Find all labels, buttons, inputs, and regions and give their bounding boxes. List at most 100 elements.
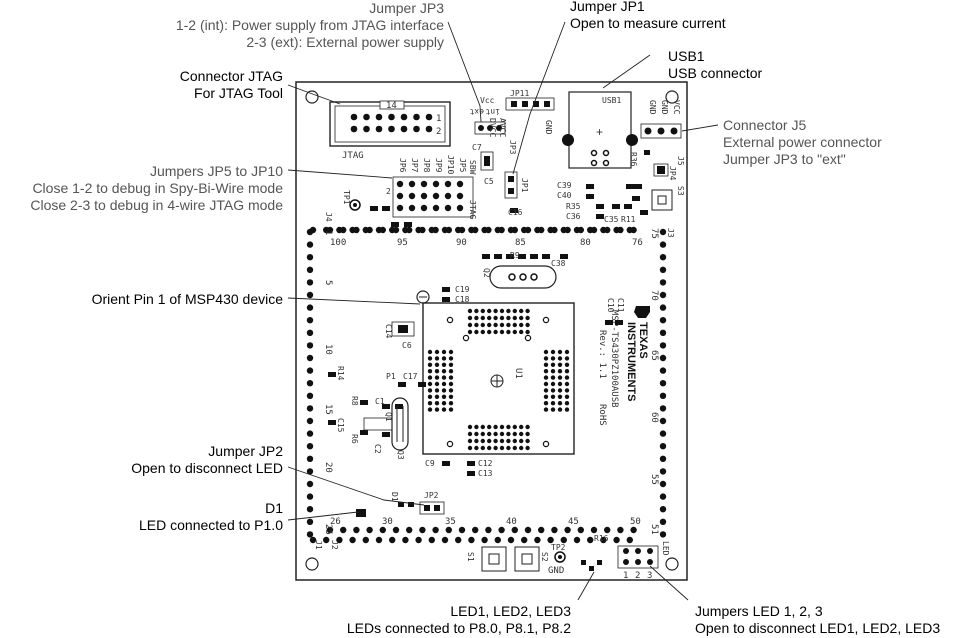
jtag-pin <box>350 125 358 133</box>
pin-top-95: 95 <box>397 238 408 248</box>
u1-pin <box>480 438 485 444</box>
u1-pin <box>499 431 505 437</box>
bottom-header-pin <box>415 536 422 544</box>
u1-pin <box>427 349 433 355</box>
u1-pin <box>467 315 473 321</box>
smd-part <box>634 184 642 189</box>
right-header-pin <box>659 266 667 273</box>
silk-led-pin2: 2 <box>635 571 640 581</box>
s1-button: S1 <box>466 546 507 572</box>
u1-pin <box>550 356 556 361</box>
u1-pin <box>441 401 447 406</box>
right-header-pin <box>659 304 667 311</box>
u1-pin <box>434 369 440 374</box>
u1-pin <box>448 394 454 399</box>
jtag-connector: JTAG 14 1 2 <box>329 100 451 161</box>
silk-jp8: JP8 <box>422 158 431 173</box>
pin-bottom-40: 40 <box>506 517 517 527</box>
jtag-pin <box>375 125 383 133</box>
q1-crystal <box>363 397 409 451</box>
callout-j5: Connector J5 External power connector Ju… <box>723 117 882 168</box>
u1-pin <box>557 401 563 406</box>
u1-pin <box>467 424 473 430</box>
silk-jp10: JP10 <box>446 155 455 174</box>
board-rev: Rev.: 1.1 <box>597 330 607 379</box>
u1-pin <box>441 407 447 412</box>
left-header-pin <box>306 266 314 273</box>
jtag-pin <box>425 125 433 133</box>
silk-j4: J4 <box>324 212 333 222</box>
top-inner-pin <box>445 226 452 234</box>
u1-pin <box>493 445 498 451</box>
pin-right-70: 70 <box>649 290 659 301</box>
right-header-pin <box>659 493 667 500</box>
smd-part <box>360 400 368 405</box>
u1-pin <box>480 445 485 451</box>
left-header-pin <box>306 493 314 500</box>
top-inner-pin <box>485 226 492 234</box>
bottom-inner-pin <box>630 526 637 534</box>
u1-pin <box>506 424 511 430</box>
left-header-pin <box>306 342 314 349</box>
smd-part <box>542 254 550 259</box>
u1-pin <box>441 375 447 380</box>
u1-pin <box>506 445 511 451</box>
leader-lines <box>287 21 719 601</box>
u1-pin <box>506 322 511 328</box>
bottom-header-pin <box>547 536 554 544</box>
pin-headers <box>306 226 667 544</box>
silk-jp7: JP7 <box>410 158 419 173</box>
left-header-pin <box>306 241 314 248</box>
silk-gnd-jp11: GND <box>544 120 553 135</box>
silk-r36: R36 <box>629 152 638 167</box>
u1-pin <box>448 401 454 406</box>
pin-top-85: 85 <box>515 238 526 248</box>
smd-part <box>382 206 390 211</box>
u1-pin <box>434 388 440 393</box>
u1-pin <box>550 369 556 374</box>
left-header-pin <box>306 531 314 538</box>
top-inner-pin <box>590 226 598 234</box>
silk-j5: J5 <box>676 156 685 166</box>
smd-part <box>615 320 623 325</box>
smd-part <box>510 208 518 213</box>
smd-part <box>518 254 526 259</box>
u1-pin <box>427 381 433 387</box>
left-header-pin <box>306 380 314 387</box>
top-inner-pin <box>326 226 334 234</box>
u1-pin <box>441 381 447 387</box>
u1-pin <box>493 322 498 328</box>
u1-pin <box>434 401 440 406</box>
right-header-pin <box>659 279 667 286</box>
u1-pin <box>434 394 440 399</box>
jp2-header: JP2 <box>419 491 445 515</box>
u1-pin <box>506 308 511 314</box>
silk-c9: C9 <box>425 459 435 468</box>
callout-usb1-line2: USB connector <box>668 65 763 81</box>
callout-jp5-10-title: Jumpers JP5 to JP10 <box>149 163 283 179</box>
u1-pin <box>519 329 524 335</box>
jtag-pin <box>425 113 433 121</box>
u1-pin <box>519 308 524 314</box>
silk-c35: C35 <box>604 215 619 224</box>
pin-left-20: 20 <box>323 462 333 473</box>
u1-pin <box>499 424 505 430</box>
u1-pin <box>519 445 524 451</box>
smd-part <box>482 254 490 259</box>
u1-pin <box>480 431 485 437</box>
right-header-pin <box>659 430 667 437</box>
jtag-pin <box>363 125 370 133</box>
bottom-header-pin <box>560 536 567 544</box>
jtag-pin <box>400 125 408 133</box>
u1-pin <box>448 369 454 374</box>
u1-pin <box>525 308 530 314</box>
u1-pin <box>506 315 511 321</box>
jp-header-pin <box>444 180 452 188</box>
silk-c6: C6 <box>402 341 412 350</box>
bottom-inner-pin <box>577 526 584 534</box>
smd-part <box>395 404 403 409</box>
bottom-header-pin <box>455 536 462 544</box>
u1-pin <box>434 381 440 387</box>
right-header-pin <box>659 518 667 525</box>
callout-jp5-10-line2: Close 1-2 to debug in Spy-Bi-Wire mode <box>32 180 283 196</box>
